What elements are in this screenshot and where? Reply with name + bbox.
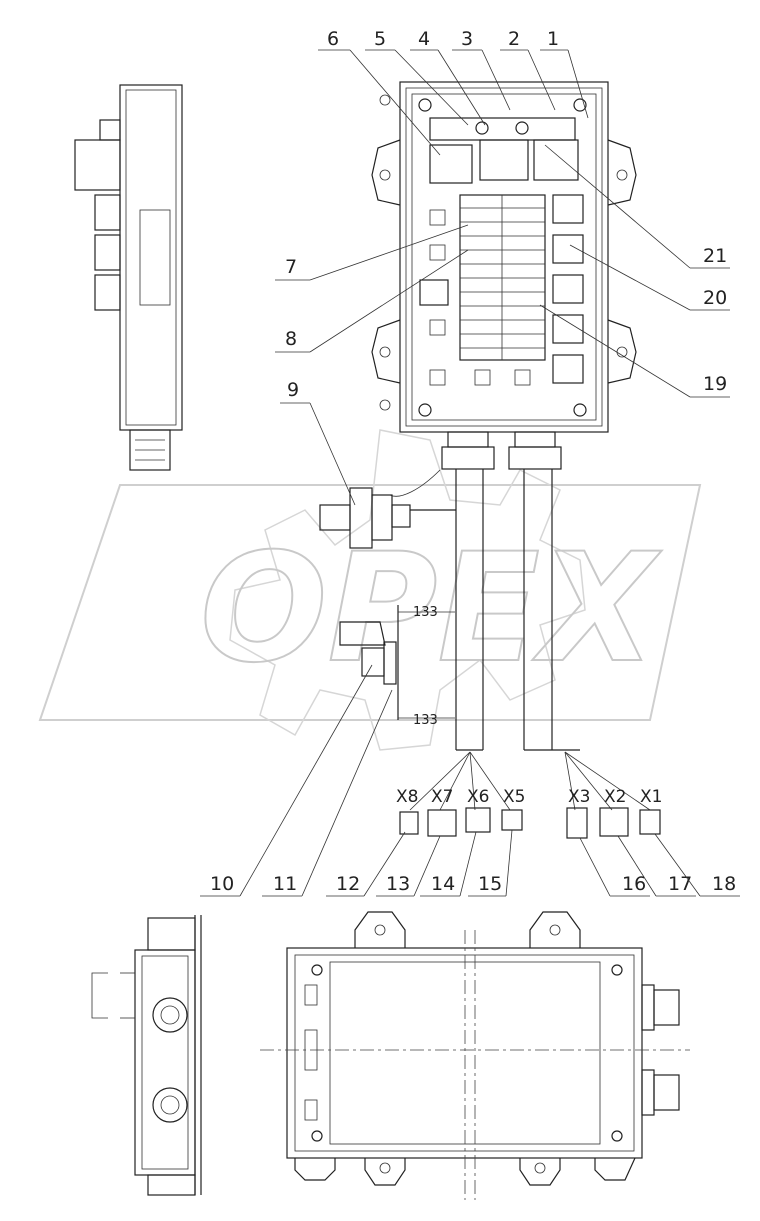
callout-2: 2	[508, 28, 520, 50]
fuse-box-top-view	[371, 81, 637, 470]
callout-8: 8	[285, 328, 297, 350]
side-view-top	[74, 84, 183, 471]
watermark: OPEX	[38, 429, 702, 751]
connector-label-x5: X5	[503, 787, 525, 807]
watermark-text: OPEX	[200, 522, 662, 696]
callout-20: 20	[703, 287, 727, 309]
callout-5: 5	[374, 28, 386, 50]
connector-item-9	[319, 487, 411, 549]
callout-4: 4	[418, 28, 430, 50]
callout-12: 12	[336, 873, 360, 895]
top-callouts: 6 5 4 3 2 1	[318, 28, 589, 156]
callout-14: 14	[431, 873, 455, 895]
callout-6: 6	[327, 28, 339, 50]
callout-3: 3	[461, 28, 473, 50]
callout-10: 10	[210, 873, 234, 895]
connector-label-x6: X6	[467, 787, 489, 807]
connector-label-x2: X2	[604, 787, 626, 807]
connector-labels: X8 X7 X6 X5 X3 X2 X1	[396, 787, 662, 807]
callout-18: 18	[712, 873, 736, 895]
callout-19: 19	[703, 373, 727, 395]
connector-label-x8: X8	[396, 787, 418, 807]
side-callouts: 7 8 9 21 20 19	[275, 144, 730, 506]
wire-length-lower: 133	[413, 713, 438, 728]
callout-1: 1	[547, 28, 559, 50]
callout-9: 9	[287, 379, 299, 401]
callout-7: 7	[285, 256, 297, 278]
wire-length-upper: 133	[413, 605, 438, 620]
connector-label-x7: X7	[431, 787, 453, 807]
bottom-callouts: 10 11 12 13 14 15 16 17 18	[200, 664, 740, 897]
callout-16: 16	[622, 873, 646, 895]
fuse-holder-items-10-11	[339, 605, 455, 720]
connector-fan-lines	[409, 751, 651, 811]
callout-15: 15	[478, 873, 502, 895]
connector-label-x1: X1	[640, 787, 662, 807]
back-view	[260, 911, 690, 1200]
connector-label-x3: X3	[568, 787, 590, 807]
side-view-bottom	[91, 915, 202, 1196]
callout-11: 11	[273, 873, 297, 895]
fuse-rows	[460, 207, 545, 349]
callout-21: 21	[703, 245, 727, 267]
connector-bodies	[399, 807, 661, 839]
wire-harness	[389, 469, 580, 751]
callout-17: 17	[668, 873, 692, 895]
callout-13: 13	[386, 873, 410, 895]
